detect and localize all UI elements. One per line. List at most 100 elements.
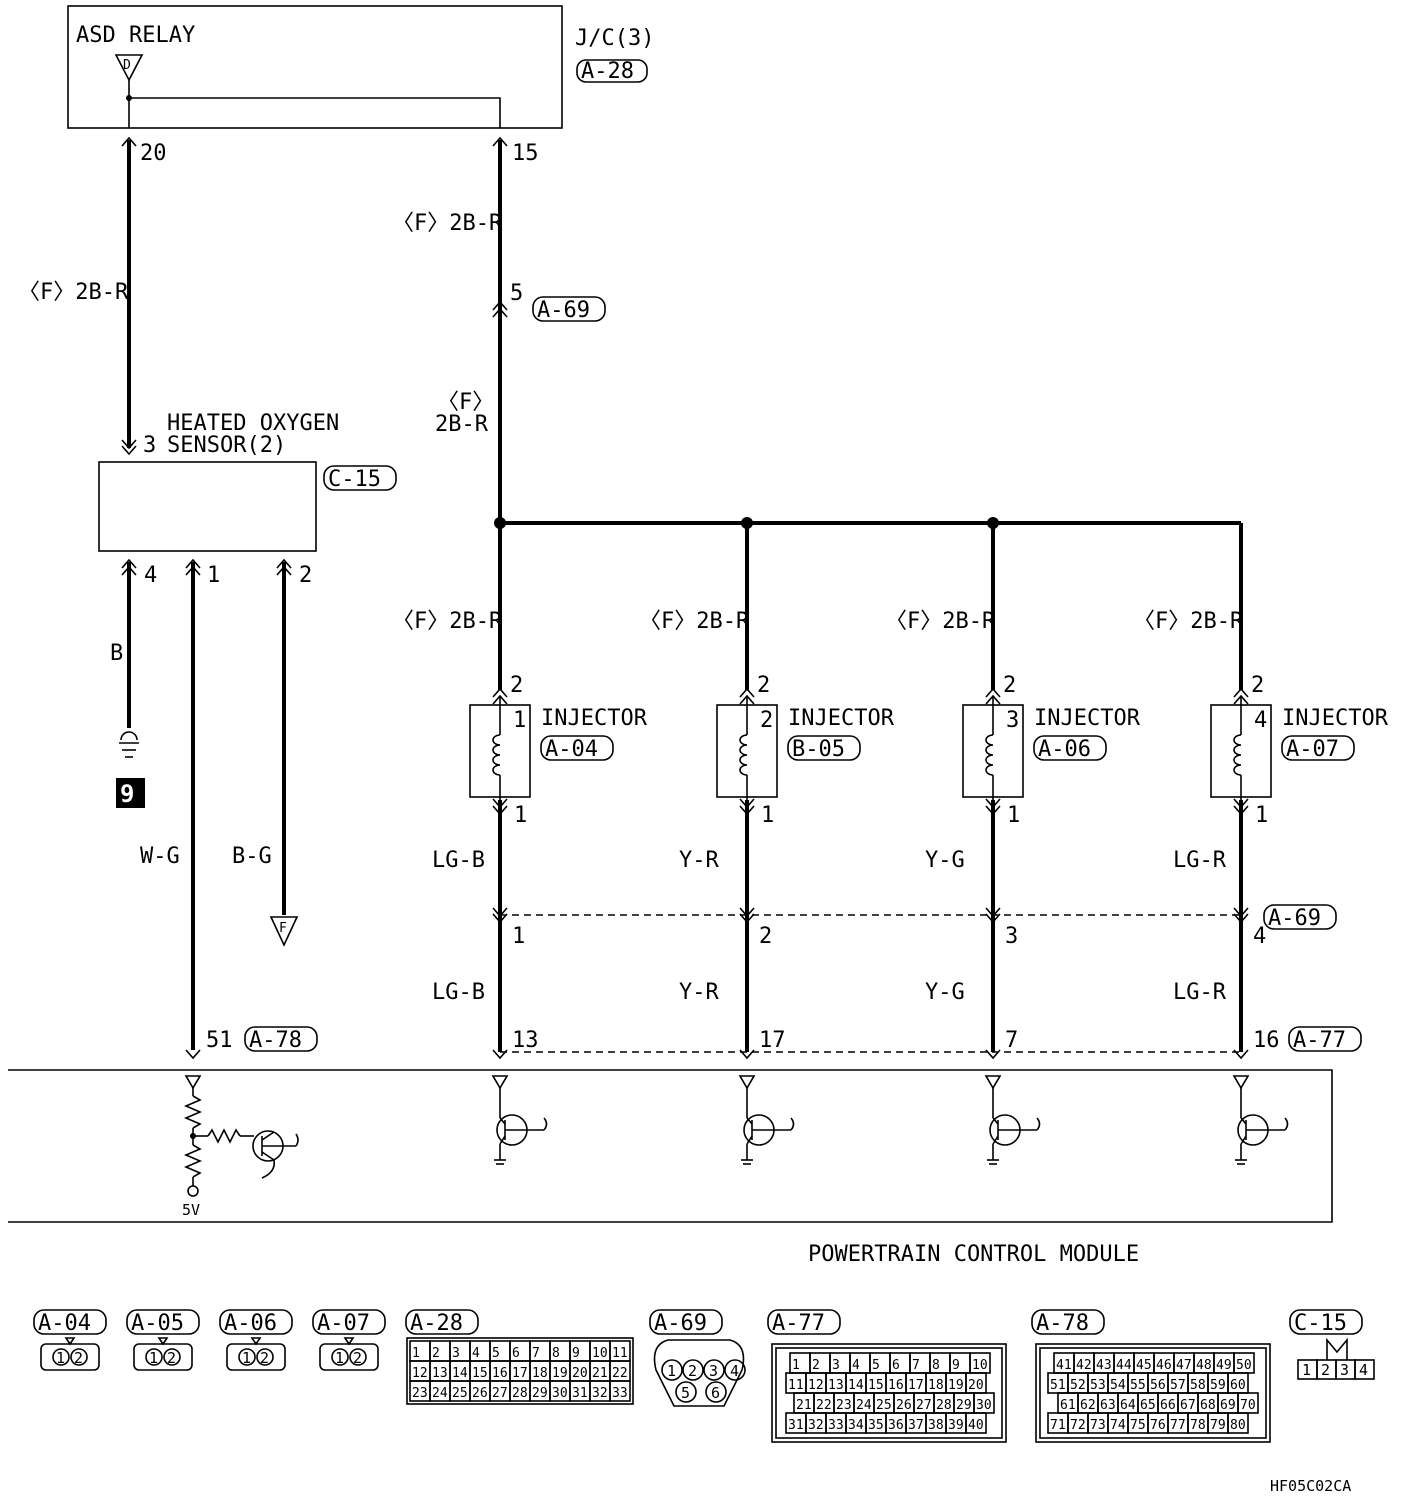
legend-pin: 76 [1150,1418,1166,1433]
legend-pin: 41 [1056,1358,1072,1373]
legend-pin: 26 [896,1398,912,1413]
injector-number: 1 [513,708,526,733]
pcm-5v: 5V [182,1201,200,1219]
supply-wires: 〈F〉2B-R 〈F〉2B-R 5 A-69 〈F〉 2B-R [18,136,1241,529]
legend-pin: 30 [976,1398,992,1413]
legend-pin: 7 [532,1346,540,1361]
legend-pin: 15 [868,1378,884,1393]
pcm-driver-4 [1232,1075,1289,1165]
legend-pin: 14 [452,1366,468,1381]
legend-pin: 2 [353,1349,362,1367]
injector-wire-lower: Y-G [925,980,965,1005]
legend-pin: 24 [432,1386,448,1401]
wire-relay-sensor: 〈F〉2B-R [18,280,129,305]
legend-pin: 17 [908,1378,924,1393]
injector-a69-pin: 3 [1005,924,1018,949]
ground-number: 9 [120,780,134,808]
sensor-pin-2: 2 [299,563,312,588]
pcm-driver-group [491,1075,1289,1165]
sensor-pin-4: 4 [144,563,157,588]
offpage-marker [269,916,299,947]
legend-pin: 10 [972,1358,988,1373]
injector-pin-top: 2 [510,673,523,698]
wire-a69-bus-2: 2B-R [435,412,489,437]
legend-pin: 20 [968,1378,984,1393]
legend-pin: 22 [816,1398,832,1413]
legend-pin: 50 [1236,1358,1252,1373]
legend-pin: 32 [808,1418,824,1433]
legend-pin: 21 [592,1366,608,1381]
injector-supply-wire: 〈F〉2B-R [885,609,996,634]
legend-pin: 60 [1230,1378,1246,1393]
injector-pin-bottom: 1 [514,803,527,828]
injector-a69-pin: 4 [1253,924,1266,949]
sensor-name-1: HEATED OXYGEN [167,411,339,436]
injector-pin-top: 2 [757,673,770,698]
injector-pin-top: 2 [1003,673,1016,698]
legend-pin: 59 [1210,1378,1226,1393]
legend-pin: 62 [1080,1398,1096,1413]
legend-pin: 17 [512,1366,528,1381]
injector-label: INJECTOR [541,706,648,731]
pcm-block: 5V POWERTRAIN CONTROL MODULE [8,1069,1333,1267]
legend-pin: 40 [968,1418,984,1433]
legend-pin: 2 [167,1349,176,1367]
sensor-pin-1: 1 [207,563,220,588]
oxygen-sensor: HEATED OXYGEN SENSOR(2) 3 C-15 4 B 9 1 W… [98,411,397,1060]
a69-row-connector: A-69 [1268,906,1321,931]
injector-label: INJECTOR [1282,706,1389,731]
legend-pin: 10 [592,1346,608,1361]
legend-pin: 68 [1200,1398,1216,1413]
legend-pin: 35 [868,1418,884,1433]
legend-pin: 77 [1170,1418,1186,1433]
legend-pin: 1 [242,1349,251,1367]
injector-wire-upper: LG-R [1173,848,1227,873]
sensor-wire-b: B [110,641,123,666]
legend-pin: 16 [492,1366,508,1381]
legend-pin: 39 [948,1418,964,1433]
legend-connector-name: A-77 [772,1311,825,1336]
legend-connector-name: A-06 [224,1311,277,1336]
legend-pin: 5 [492,1346,500,1361]
legend-pin: 45 [1136,1358,1152,1373]
injector-a69-pin: 2 [759,924,772,949]
sensor-pin-3: 3 [143,433,156,458]
legend-pin: 13 [432,1366,448,1381]
legend-pin: 56 [1150,1378,1166,1393]
legend-pin: 36 [888,1418,904,1433]
sensor-wire-wg: W-G [140,844,180,869]
legend-pin: 57 [1170,1378,1186,1393]
legend-pin: 74 [1110,1418,1126,1433]
legend-pin: 52 [1070,1378,1086,1393]
legend-pin: 20 [572,1366,588,1381]
legend-pin: 16 [888,1378,904,1393]
injector-pin-bottom: 1 [1255,803,1268,828]
legend-pin: 64 [1120,1398,1136,1413]
a69-pin-5: 5 [510,281,523,306]
legend-pin: 29 [532,1386,548,1401]
legend-pin: 65 [1140,1398,1156,1413]
injector-wire-upper: Y-G [925,848,965,873]
asd-relay-block: ASD RELAY D J/C(3) A-28 20 15 [67,5,654,166]
jc-label: J/C(3) [575,26,654,51]
legend-pin: 43 [1096,1358,1112,1373]
legend-pin: 3 [832,1358,840,1373]
injector-wire-lower: Y-R [679,980,719,1005]
a69-connector-label: A-69 [537,298,590,323]
legend-pin: 4 [1359,1361,1368,1379]
legend-pin: 24 [856,1398,872,1413]
injector-number: 4 [1254,708,1267,733]
legend-pin: 9 [952,1358,960,1373]
legend-pin: 2 [432,1346,440,1361]
legend-pin: 1 [335,1349,344,1367]
legend-pin: 2 [260,1349,269,1367]
legend-pin: 32 [592,1386,608,1401]
injector-number: 3 [1006,708,1019,733]
